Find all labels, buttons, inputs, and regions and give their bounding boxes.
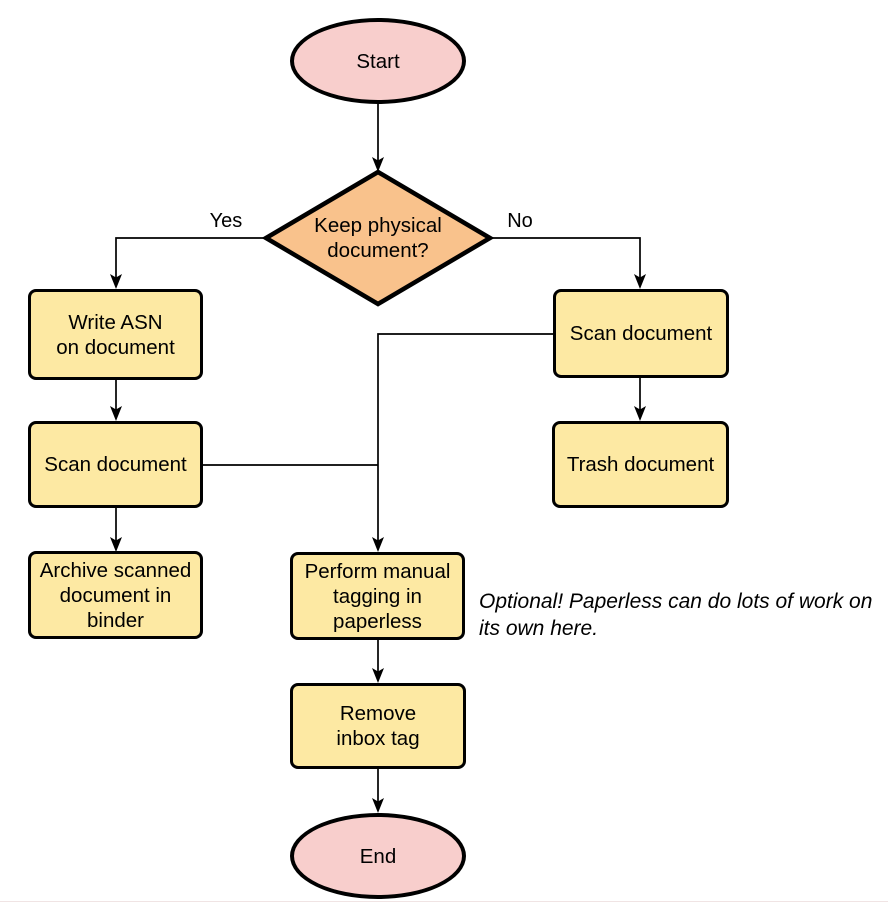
edge-label-no: No [490,209,550,233]
start-label: Start [356,49,400,73]
arrowhead [372,798,384,813]
process-label: Remove inbox tag [336,702,420,750]
process-label: Perform manual tagging in paperless [304,559,451,633]
end-node: End [290,813,466,899]
edge-decision-no-to-scan-right [490,237,641,283]
edge-decision-yes-to-write-asn [115,237,266,283]
arrowhead [634,406,646,421]
edge-label-yes: Yes [196,209,256,233]
process-label: Archive scanned document in binder [39,558,192,632]
arrowhead [110,537,122,552]
process-label: Trash document [566,453,715,476]
arrowhead [372,537,384,552]
yes-text: Yes [209,210,243,232]
arrowhead [634,274,646,289]
page-bottom-divider [0,901,888,902]
decision-keep-physical-document: Keep physical document? [298,205,458,271]
process-remove-inbox-tag: Remove inbox tag [290,683,466,769]
decision-label: Keep physical document? [314,214,442,262]
edge-scan-right-to-tagging [377,333,553,546]
process-label: Scan document [569,322,713,345]
optional-note: Optional! Paperless can do lots of work … [479,590,873,640]
process-trash-document: Trash document [552,421,729,508]
process-archive-scanned-document: Archive scanned document in binder [28,551,203,639]
process-label: Scan document [44,453,187,476]
start-node: Start [290,18,466,104]
process-scan-document-right: Scan document [553,289,729,378]
process-label: Write ASN on document [56,310,175,359]
process-write-asn-on-document: Write ASN on document [28,289,203,380]
arrowhead [110,274,122,289]
process-scan-document-left: Scan document [28,421,203,508]
end-label: End [359,844,397,868]
process-manual-tagging: Perform manual tagging in paperless [290,552,465,640]
no-text: No [507,210,533,232]
arrowhead [110,406,122,421]
arrowhead [372,668,384,683]
arrowhead [372,157,384,172]
decision-diamond-shape [261,169,495,307]
